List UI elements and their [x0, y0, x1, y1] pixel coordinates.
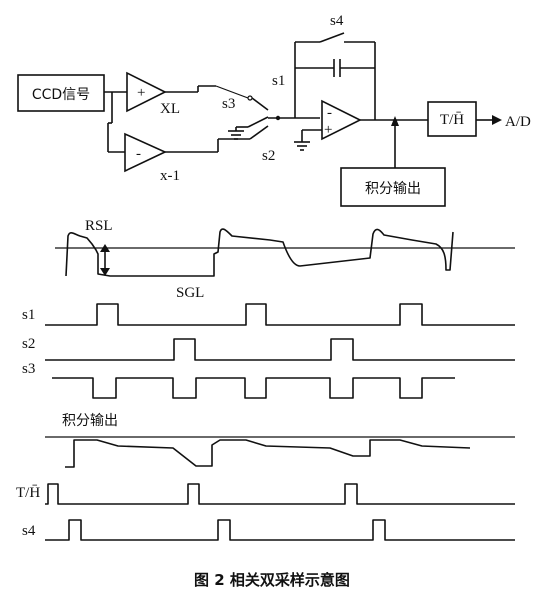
amp-inv-label: x-1: [160, 168, 180, 184]
amp-xl-label: XL: [160, 101, 180, 117]
ccd-output-waveform: [65, 228, 454, 277]
switch-s4-label: s4: [330, 13, 344, 29]
integral-output-waveform: [65, 439, 471, 468]
circuit-schematic: CCD信号 + XL - x-1 s1 s3 s2: [17, 13, 531, 207]
integral-row-label: 积分输出: [62, 413, 118, 429]
s3-row-label: s3: [22, 361, 35, 377]
probe-arrow-icon: [391, 116, 399, 126]
switch-s2-label: s2: [262, 148, 275, 164]
amp-inv-sign: -: [136, 146, 141, 162]
th-waveform: [45, 483, 515, 505]
arrow-up-icon: [100, 244, 110, 252]
switch-s3-label: s3: [222, 96, 235, 112]
s3-waveform: [52, 377, 455, 399]
s4-waveform: [45, 519, 515, 541]
integrator-plus: +: [324, 122, 332, 138]
switch-s2: [249, 125, 269, 140]
arrow-down-icon: [100, 268, 110, 276]
th-row-label: T/H̄: [16, 485, 40, 501]
switch-s4: [319, 32, 345, 43]
th-box: [427, 101, 477, 137]
timing-waveforms: RSL SGL s1 s2 s3 积分输出 T/H̄ s4: [16, 218, 515, 541]
ad-label: A/D: [505, 114, 531, 130]
integrator-opamp: [321, 99, 362, 141]
s2-row-label: s2: [22, 336, 35, 352]
amplifier-xl: [126, 71, 167, 113]
ccd-signal-box: [17, 74, 105, 112]
switch-s3: [247, 116, 269, 128]
integral-output-box: [340, 167, 446, 207]
s4-row-label: s4: [22, 523, 36, 539]
integrator-minus: -: [327, 105, 332, 121]
s1-row-label: s1: [22, 307, 35, 323]
sgl-label: SGL: [176, 285, 204, 301]
amp-xl-sign: +: [137, 85, 145, 101]
ccd-signal-label: CCD信号: [32, 87, 90, 103]
switch-s1: [251, 97, 269, 111]
integral-output-label: 积分输出: [365, 181, 421, 197]
rsl-label: RSL: [85, 218, 113, 234]
s2-waveform: [45, 338, 515, 361]
th-box-label: T/H̄: [440, 112, 464, 128]
junction-dot: [275, 115, 281, 121]
switch-s1-label: s1: [272, 73, 285, 89]
s1-waveform: [45, 303, 515, 326]
output-arrow-icon: [492, 115, 502, 125]
amplifier-inverting: [124, 132, 167, 173]
figure-caption: 图 2 相关双采样示意图: [194, 571, 350, 589]
